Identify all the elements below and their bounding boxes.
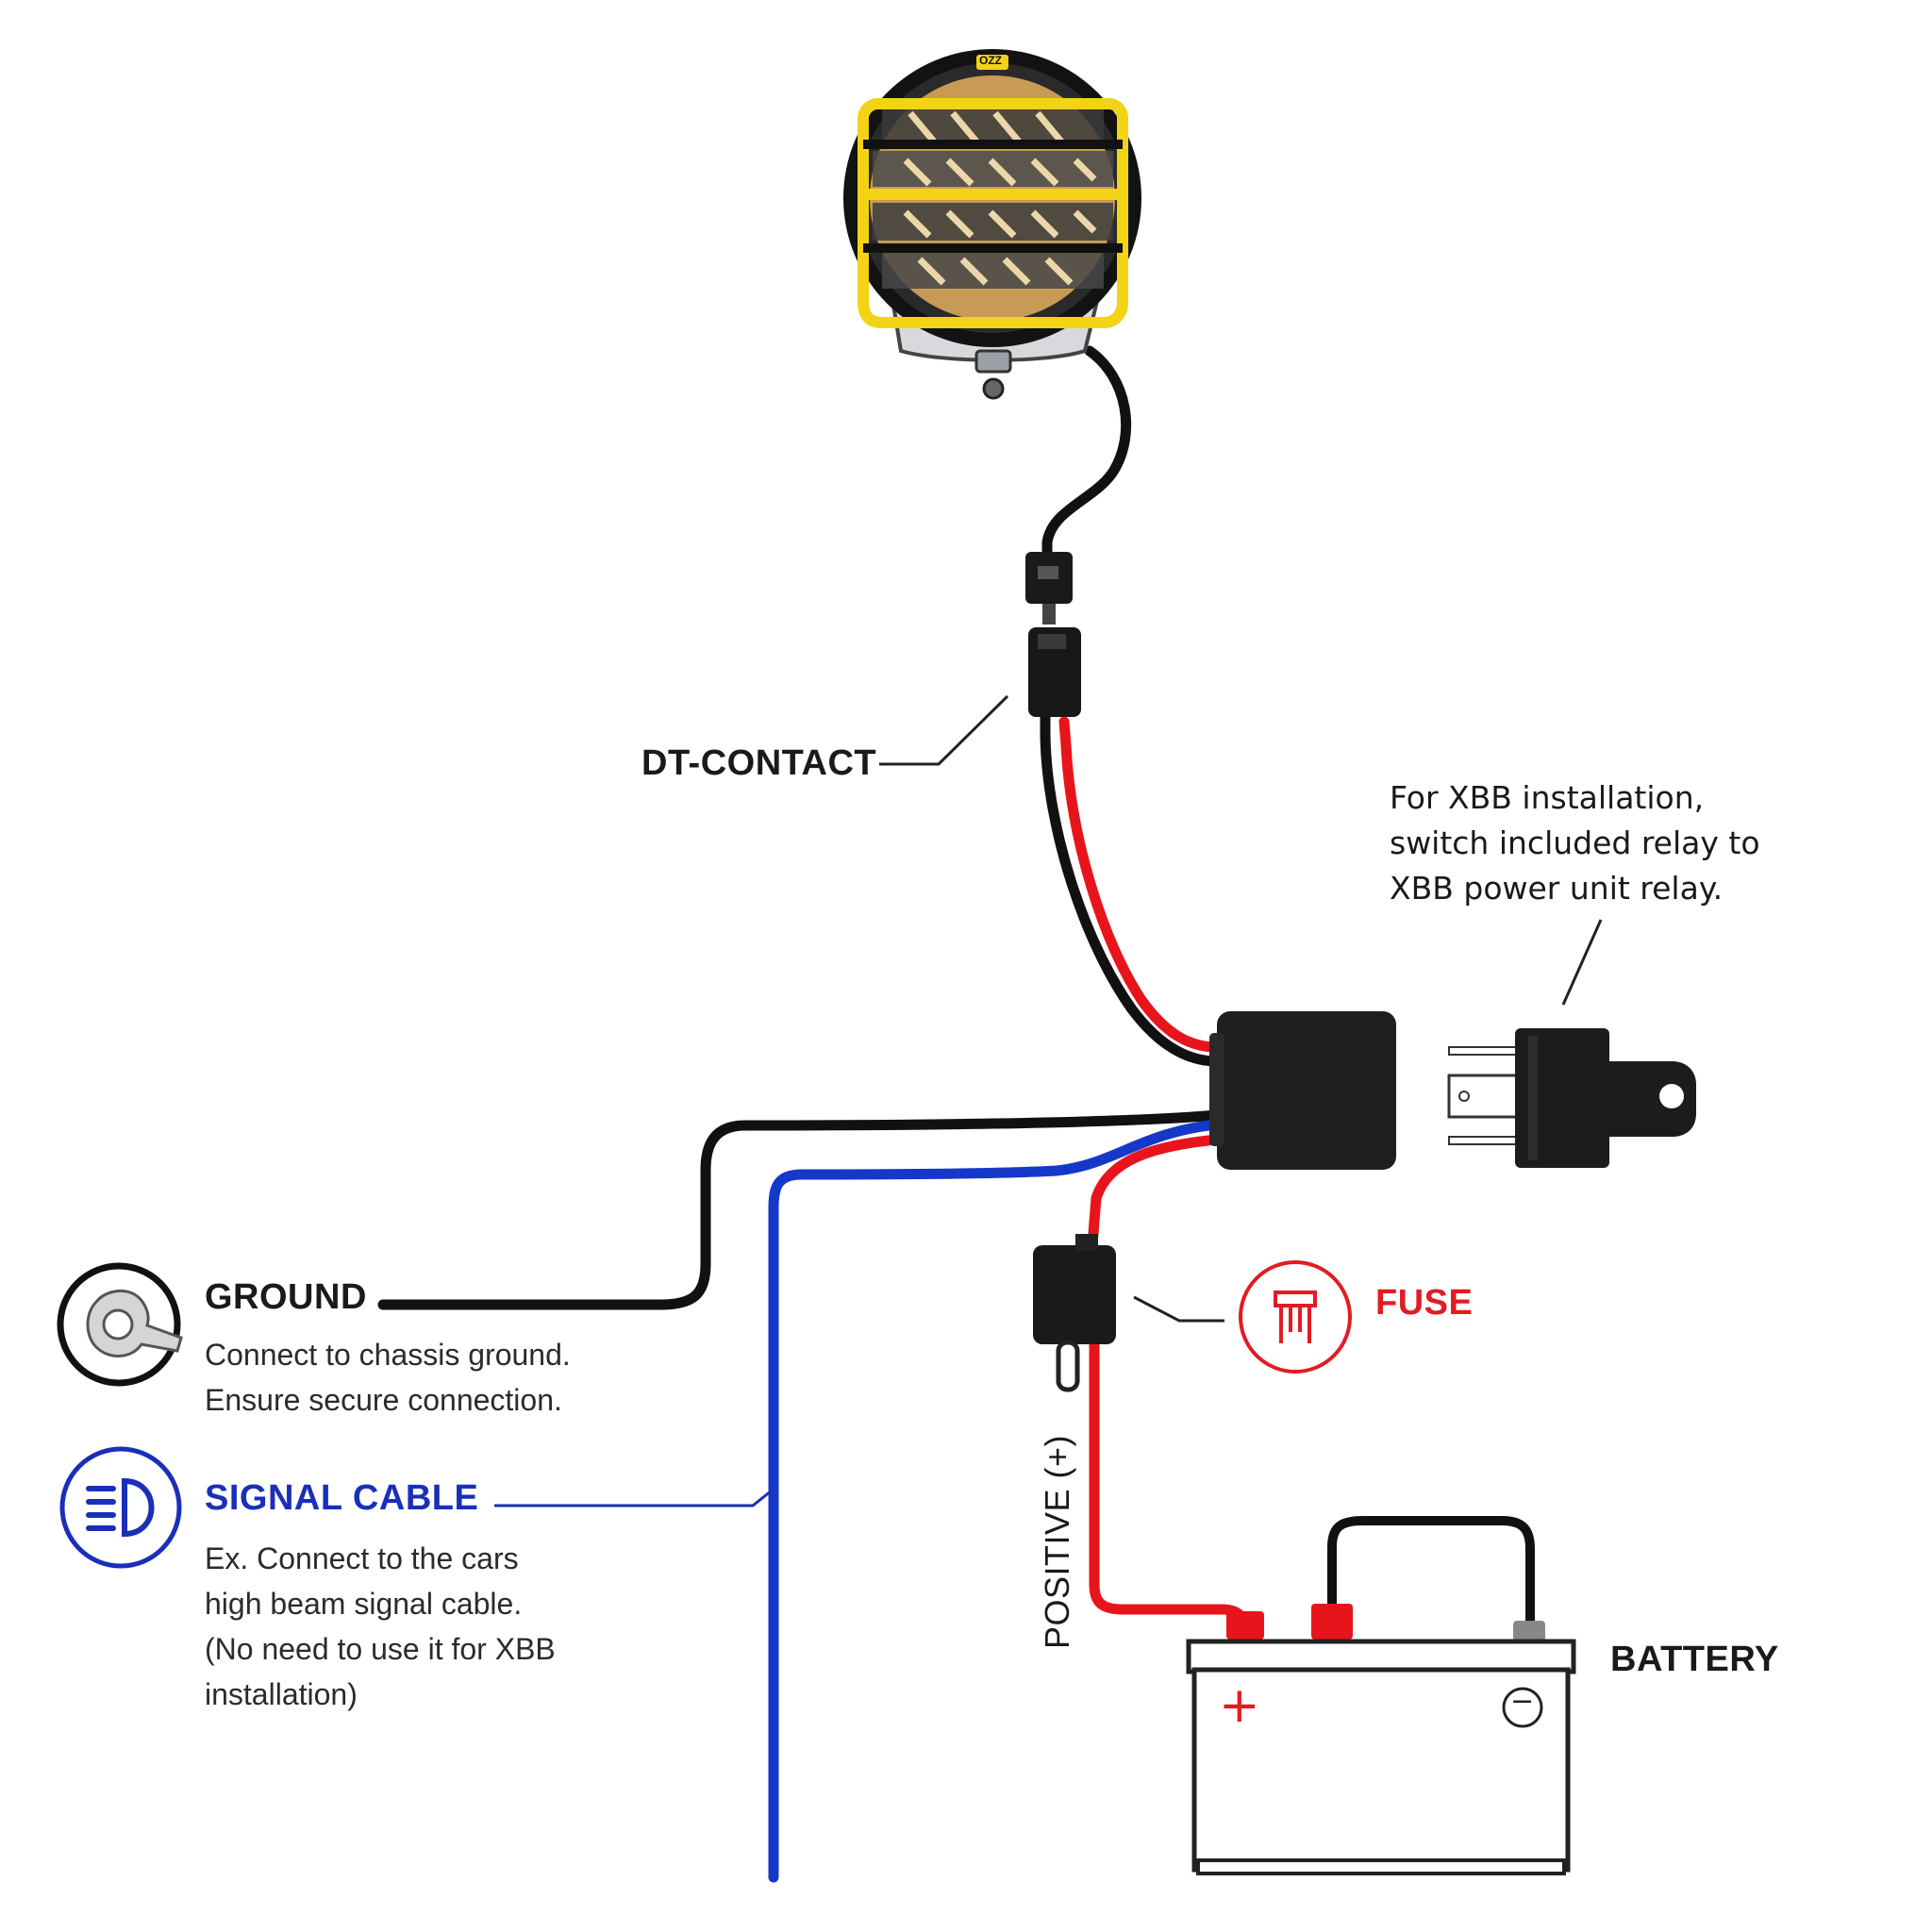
- work-light: [843, 49, 1141, 400]
- ground-title: GROUND: [205, 1277, 367, 1317]
- ground-lug-icon: [57, 1262, 183, 1387]
- positive-label: POSITIVE (+): [1038, 1434, 1076, 1649]
- light-brand-text: OZZ: [979, 54, 1002, 67]
- dt-connector: [1025, 552, 1081, 717]
- battery-minus-terminal-icon: [1502, 1687, 1543, 1728]
- fuse-leader: [1133, 1295, 1224, 1323]
- positive-wire: [1087, 1134, 1223, 1251]
- relay: [1447, 1028, 1696, 1168]
- battery: [1186, 1516, 1576, 1875]
- light-pigtail-wire: [1041, 345, 1132, 567]
- relay-note-line: XBB power unit relay.: [1390, 870, 1724, 907]
- relay-note-line: switch included relay to: [1390, 824, 1760, 861]
- signal-description-line: Ex. Connect to the cars: [205, 1541, 519, 1575]
- signal-description-line: high beam signal cable.: [205, 1587, 523, 1621]
- light-brand-badge: [976, 55, 1008, 70]
- relay-note-line: For XBB installation,: [1390, 779, 1705, 816]
- dt-contact-label: DT-CONTACT: [641, 743, 877, 783]
- fuse-holder: [1033, 1234, 1116, 1392]
- signal-description-line: (No need to use it for XBB: [205, 1632, 556, 1666]
- ground-description-line: Connect to chassis ground.: [205, 1338, 571, 1372]
- battery-label: BATTERY: [1610, 1640, 1779, 1679]
- battery-plus-sign: +: [1219, 1677, 1260, 1734]
- fuse-icon: [1239, 1260, 1352, 1374]
- ground-wire: [377, 1109, 1223, 1310]
- signal-description-line: installation): [205, 1677, 358, 1711]
- signal-cable-title: SIGNAL CABLE: [205, 1478, 479, 1518]
- light-yellow-bezel: [858, 98, 1128, 328]
- ground-description-line: Ensure secure connection.: [205, 1383, 562, 1417]
- ground-description: Connect to chassis ground. Ensure secure…: [205, 1332, 571, 1423]
- positive-wire-battery: [1089, 1339, 1251, 1638]
- high-beam-icon: [59, 1446, 182, 1569]
- battery-minus-sign: −: [1510, 1685, 1535, 1718]
- relay-control-box: [1209, 1011, 1396, 1170]
- signal-wire: [768, 1119, 1223, 1883]
- signal-cable-description: Ex. Connect to the cars high beam signal…: [205, 1536, 556, 1717]
- fuse-label: FUSE: [1375, 1283, 1474, 1323]
- dt-contact-leader: [879, 694, 1009, 766]
- harness-red-wire: [1058, 716, 1223, 1053]
- harness-black-wire: [1040, 711, 1223, 1067]
- signal-leader: [494, 1489, 773, 1507]
- relay-note-leader: [1561, 919, 1603, 1006]
- relay-note: For XBB installation, switch included re…: [1390, 775, 1760, 911]
